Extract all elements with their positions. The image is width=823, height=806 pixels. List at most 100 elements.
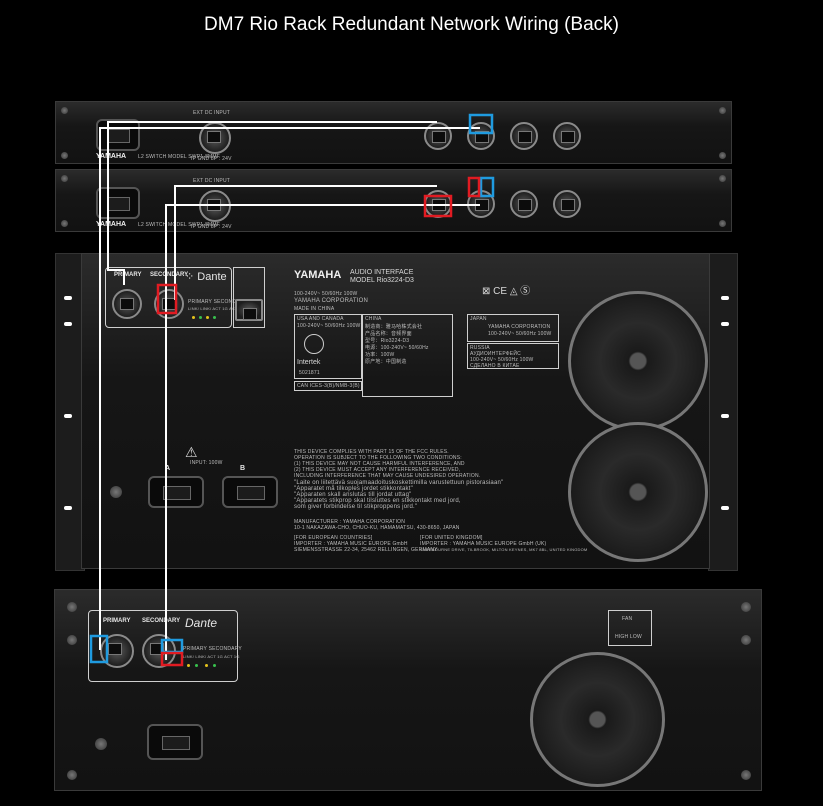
rio-china-title: CHINA [365,316,382,322]
rio-russia-box [467,343,559,369]
screw [719,107,726,114]
bottom-power-inlet [147,724,203,760]
rio-china-box [362,314,453,397]
switch-unit-2: YAMAHA L2 SWITCH MODEL SWP1-8MMF EXT DC … [55,169,732,232]
switch-brand: YAMAHA [96,221,127,228]
cable-switch1-port2-to-bottom-primary [99,127,480,650]
rio-nordic-line: som giver forbindelse til stikproppens j… [294,504,418,510]
rio-fcc-line: OPERATION IS SUBJECT TO THE FOLLOWING TW… [294,455,462,461]
screw [719,175,726,182]
rio-power-line: 100-240V~ 50/60Hz 100W [294,291,358,297]
bottom-led [213,664,216,667]
rio-eu-line: IMPORTER : YAMAHA MUSIC EUROPE GmbH [294,541,408,547]
screw [61,175,68,182]
rio-china-lines: 制造商：雅马哈株式会社 产品名称：音频界面 型号：Rio3224-D3 电源：1… [365,323,429,365]
screw [61,152,68,159]
rio-russia-title: RUSSIA [470,345,490,351]
switch-model: L2 SWITCH MODEL SWP1-8MMF [138,154,221,160]
rio-dante-label: ⁘ Dante [185,271,227,283]
rio-manufacturer-block: MANUFACTURER : YAMAHA CORPORATION 10-1 N… [294,519,460,531]
switch-model: L2 SWITCH MODEL SWP1-8MMF [138,222,221,228]
fan-label: FAN [622,616,633,622]
bottom-ground-screw [95,738,107,750]
bottom-led [187,664,190,667]
rio-manufacturer-line: 10-1 NAKAZAWA-CHO, CHUO-KU, HAMAMATSU, 4… [294,525,460,531]
screw [61,107,68,114]
switch-power-inlet [96,187,140,219]
rio-nordic-line: "Apparaten skall anslutas till jordat ut… [294,492,412,498]
rio-fcc-line: THIS DEVICE COMPLIES WITH PART 15 OF THE… [294,449,449,455]
switch-brand: YAMAHA [96,153,127,160]
switch2-port-3 [510,190,538,218]
rio-warning-icons: ⚠ [185,444,198,460]
rio-fan-bottom [568,422,708,562]
rack-ear-slot [64,506,72,510]
switch-dc-label: EXT DC INPUT [193,110,231,116]
rio-uk-line: IMPORTER : YAMAHA MUSIC EUROPE GmbH (UK) [420,541,547,547]
screw [67,602,77,612]
rio-led [199,316,202,319]
rio-unit: PRIMARY SECONDARY ⁘ Dante PRIMARY SECOND… [81,253,710,569]
switch2-port-4 [553,190,581,218]
rack-ear-slot [721,296,729,300]
rio-power-inlet-b [222,476,278,508]
switch-power-inlet [96,119,140,151]
rio-china-line: 功率：100W [365,352,395,358]
bottom-primary-label: PRIMARY [103,618,131,624]
fan-sub: HIGH LOW [615,634,642,640]
rio-nordic-block: "Laite on liitettävä suojamaadoituskoske… [294,480,503,510]
diagram-title: DM7 Rio Rack Redundant Network Wiring (B… [204,14,619,35]
cable-switch2-port1-to-rio-secondary [174,185,437,300]
rio-primary-port [112,289,142,319]
rio-link-labels: PRIMARY SECONDARY [188,299,247,305]
screw [67,770,77,780]
rio-fcc-block: THIS DEVICE COMPLIES WITH PART 15 OF THE… [294,449,480,479]
rio-can-line: CAN ICES-3(B)/NMB-3(B) [297,383,360,389]
rio-russia-line: АУДИОИНТЕРФЕЙС [470,351,521,357]
switch1-port-3 [510,122,538,150]
rio-china-line: 电源：100-240V~ 50/60Hz [365,345,429,351]
rio-power-a-label: A [165,465,171,472]
rack-ear-left [55,253,85,571]
rio-model: MODEL Rio3224-D3 [350,277,414,284]
rio-eu-block: [FOR EUROPEAN COUNTRIES] IMPORTER : YAMA… [294,535,438,553]
highlight-bottom-primary [89,634,109,664]
rio-china-line: 制造商：雅马哈株式会社 [365,324,423,330]
rio-led [206,316,209,319]
bottom-fan [530,652,665,787]
rio-intertek: Intertek [297,359,321,366]
switch-dc-sub: IP GND 8P : 24V [191,224,232,230]
rio-dante-text: Dante [197,271,227,283]
rack-ear-slot [721,506,729,510]
highlight-switch1-port2 [468,113,494,135]
rio-led [192,316,195,319]
screw [61,220,68,227]
rio-russia-made: СДЕЛАНО В КИТАЕ [470,363,520,369]
screw [741,770,751,780]
rio-ground-screw [110,486,122,498]
cable-switch2-port2-to-bottom-secondary [165,204,480,660]
rio-aux-port [235,299,263,321]
rio-uk-block: [FOR UNITED KINGDOM] IMPORTER : YAMAHA M… [420,535,587,552]
bottom-unit: PRIMARY SECONDARY Dante PRIMARY SECONDAR… [54,589,762,791]
rack-ear-slot [721,414,729,418]
switch-unit-1: YAMAHA L2 SWITCH MODEL SWP1-8MMF EXT DC … [55,101,732,164]
highlight-switch2-port2-red [467,176,481,198]
rio-china-line: 型号：Rio3224-D3 [365,338,410,344]
rio-nordic-line: "Apparatet må tilkoples jordet stikkonta… [294,486,413,492]
bottom-led [205,664,208,667]
rack-ear-slot [721,322,729,326]
rio-japan-title: JAPAN [470,316,487,322]
rack-ear-slot [64,414,72,418]
rack-ear-slot [64,322,72,326]
rio-etl-mark [304,334,324,354]
rio-can-box [294,381,362,391]
rio-fcc-line: (1) THIS DEVICE MAY NOT CAUSE HARMFUL IN… [294,461,465,467]
rio-cert-icons: ⊠ CE ◬ Ⓢ [482,286,531,297]
rio-brand: YAMAHA [294,269,342,281]
rio-nordic-line: "Apparatets stikprop skal tilsluttes en … [294,498,461,504]
rio-corporation: YAMAHA CORPORATION [294,298,369,304]
rio-fcc-line: (2) THIS DEVICE MUST ACCEPT ANY INTERFER… [294,467,461,473]
cable-switch1-port1-to-rio-primary [107,121,437,285]
